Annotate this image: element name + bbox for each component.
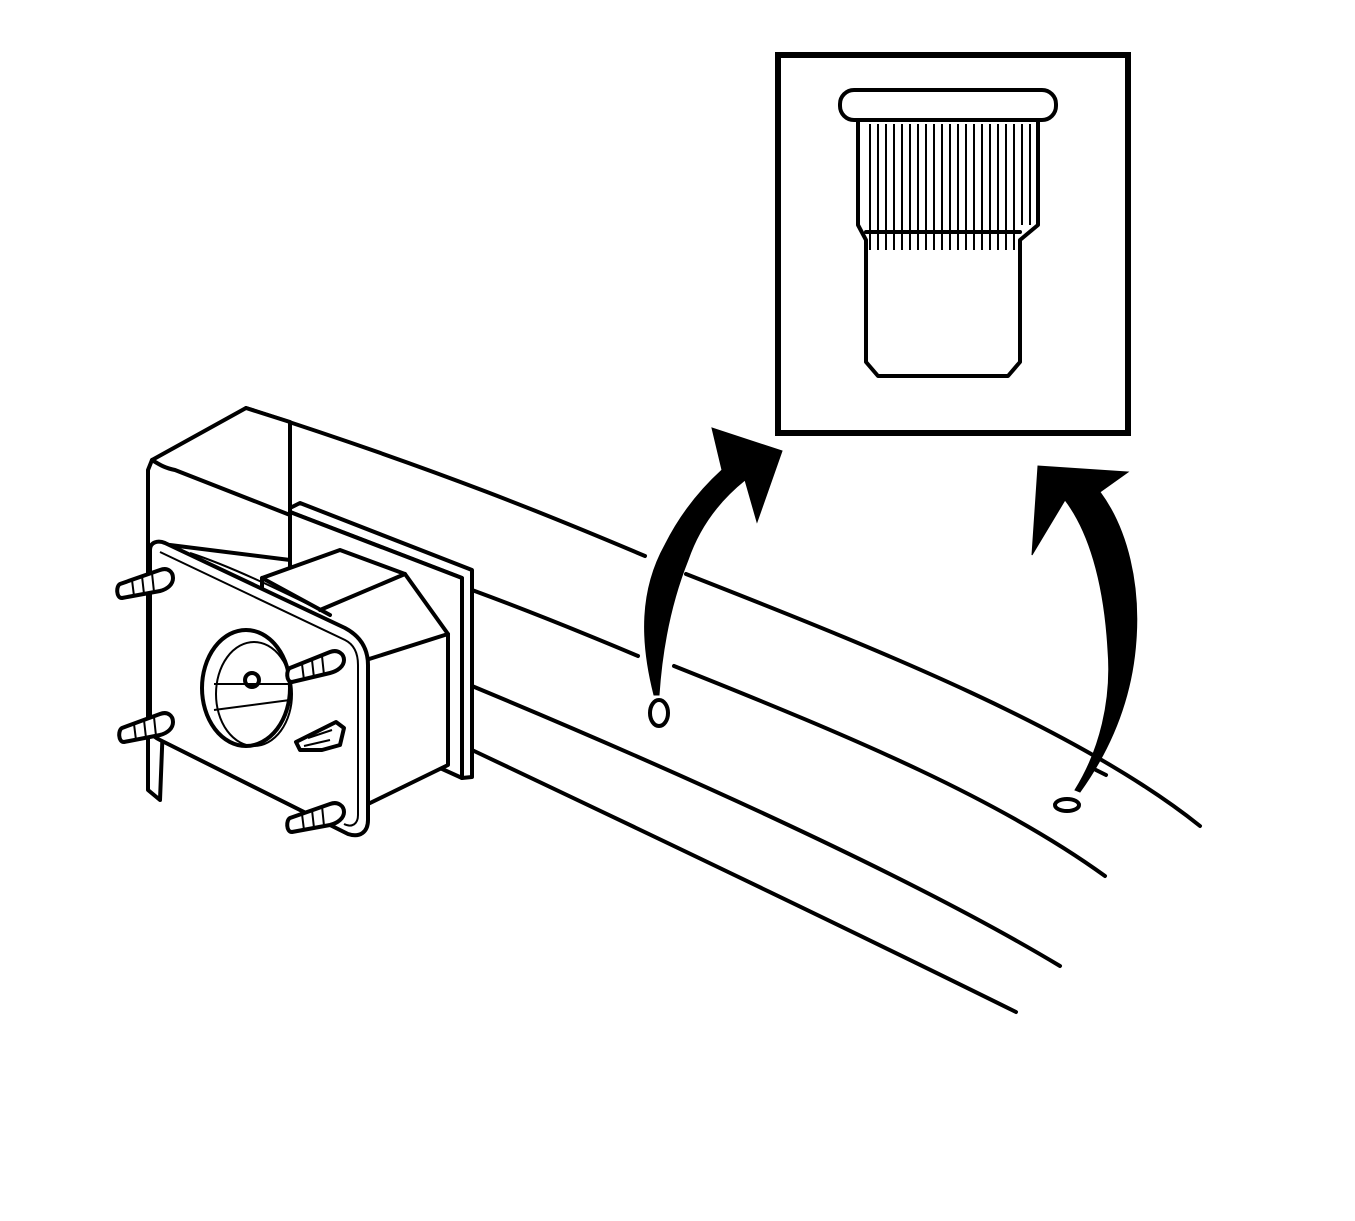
rivet-nut (838, 88, 1058, 378)
rivet-nut-detail (775, 52, 1131, 436)
curved-arrow-right (1031, 465, 1138, 793)
frame-rail (244, 406, 1202, 1014)
bracket-holes (648, 698, 1081, 813)
rivet-hole (648, 698, 670, 728)
rivet-hole (1053, 797, 1081, 813)
mounting-stud (285, 801, 346, 834)
rivet-nut-knurling (869, 124, 1031, 250)
mounting-studs (115, 567, 346, 834)
curved-arrow-left (644, 427, 783, 696)
mounting-stud (115, 567, 175, 600)
mounting-stud (285, 649, 346, 684)
mounting-stud (117, 711, 175, 744)
indicator-arrows (644, 427, 1138, 793)
rivet-nut-flange (838, 88, 1058, 122)
connector-clip (294, 720, 346, 752)
plate-round-port (200, 628, 293, 748)
